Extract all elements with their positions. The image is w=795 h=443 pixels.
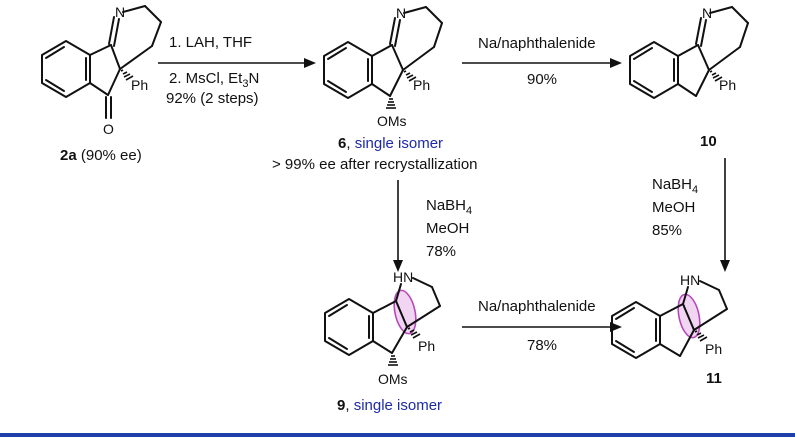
ketone-oxygen: O — [103, 121, 114, 137]
yield-label: 90% — [527, 71, 557, 88]
mesylate-label: OMs — [377, 113, 407, 129]
reaction-arrow-1: 1. LAH, THF 2. MsCl, Et3N 92% (2 steps) — [158, 34, 316, 107]
compound-10: N Ph 10 — [629, 5, 749, 150]
reaction-arrow-2: Na/naphthalenide 90% — [462, 35, 622, 88]
compound-11-label: 11 — [706, 370, 722, 387]
amine-label: HN — [680, 272, 700, 288]
compound-2a-label: 2a (90% ee) — [60, 147, 142, 164]
reductant-label: NaBH4 — [426, 197, 472, 217]
compound-10-label: 10 — [700, 133, 717, 150]
step2-condition: 2. MsCl, Et3N — [169, 70, 259, 90]
reaction-arrow-3: NaBH4 MeOH 78% — [393, 180, 472, 272]
compound-2a: N Ph O 2a (90% ee) — [41, 4, 162, 164]
phenyl-label: Ph — [719, 77, 736, 93]
ring-nitrogen: N — [396, 5, 406, 21]
reagent-label: Na/naphthalenide — [478, 298, 596, 315]
compound-11: HN Ph 11 — [611, 272, 728, 387]
reagent-label: Na/naphthalenide — [478, 35, 596, 52]
step1-yield: 92% (2 steps) — [166, 90, 259, 107]
step1-condition: 1. LAH, THF — [169, 34, 252, 51]
phenyl-label: Ph — [705, 341, 722, 357]
reaction-arrow-4: NaBH4 MeOH 85% — [652, 158, 730, 272]
phenyl-label: Ph — [418, 338, 435, 354]
compound-9-label: 9, single isomer — [337, 397, 442, 414]
yield-label: 78% — [527, 337, 557, 354]
phenyl-label: Ph — [413, 77, 430, 93]
alkene-highlight — [393, 289, 417, 335]
solvent-label: MeOH — [426, 220, 469, 237]
reaction-arrow-5: Na/naphthalenide 78% — [462, 298, 622, 354]
reductant-label: NaBH4 — [652, 176, 698, 196]
amine-label: HN — [393, 269, 413, 285]
compound-6-ee-note: > 99% ee after recrystallization — [272, 156, 478, 173]
compound-9: HN Ph OMs 9, single isomer — [324, 269, 442, 414]
bottom-rule — [0, 433, 795, 437]
ring-nitrogen: N — [115, 4, 125, 20]
yield-label: 78% — [426, 243, 456, 260]
solvent-label: MeOH — [652, 199, 695, 216]
yield-label: 85% — [652, 222, 682, 239]
compound-6: N Ph OMs 6, single isomer > 99% ee after… — [272, 5, 478, 173]
mesylate-label: OMs — [378, 371, 408, 387]
ring-nitrogen: N — [702, 5, 712, 21]
phenyl-label: Ph — [131, 77, 148, 93]
compound-6-label: 6, single isomer — [338, 135, 443, 152]
